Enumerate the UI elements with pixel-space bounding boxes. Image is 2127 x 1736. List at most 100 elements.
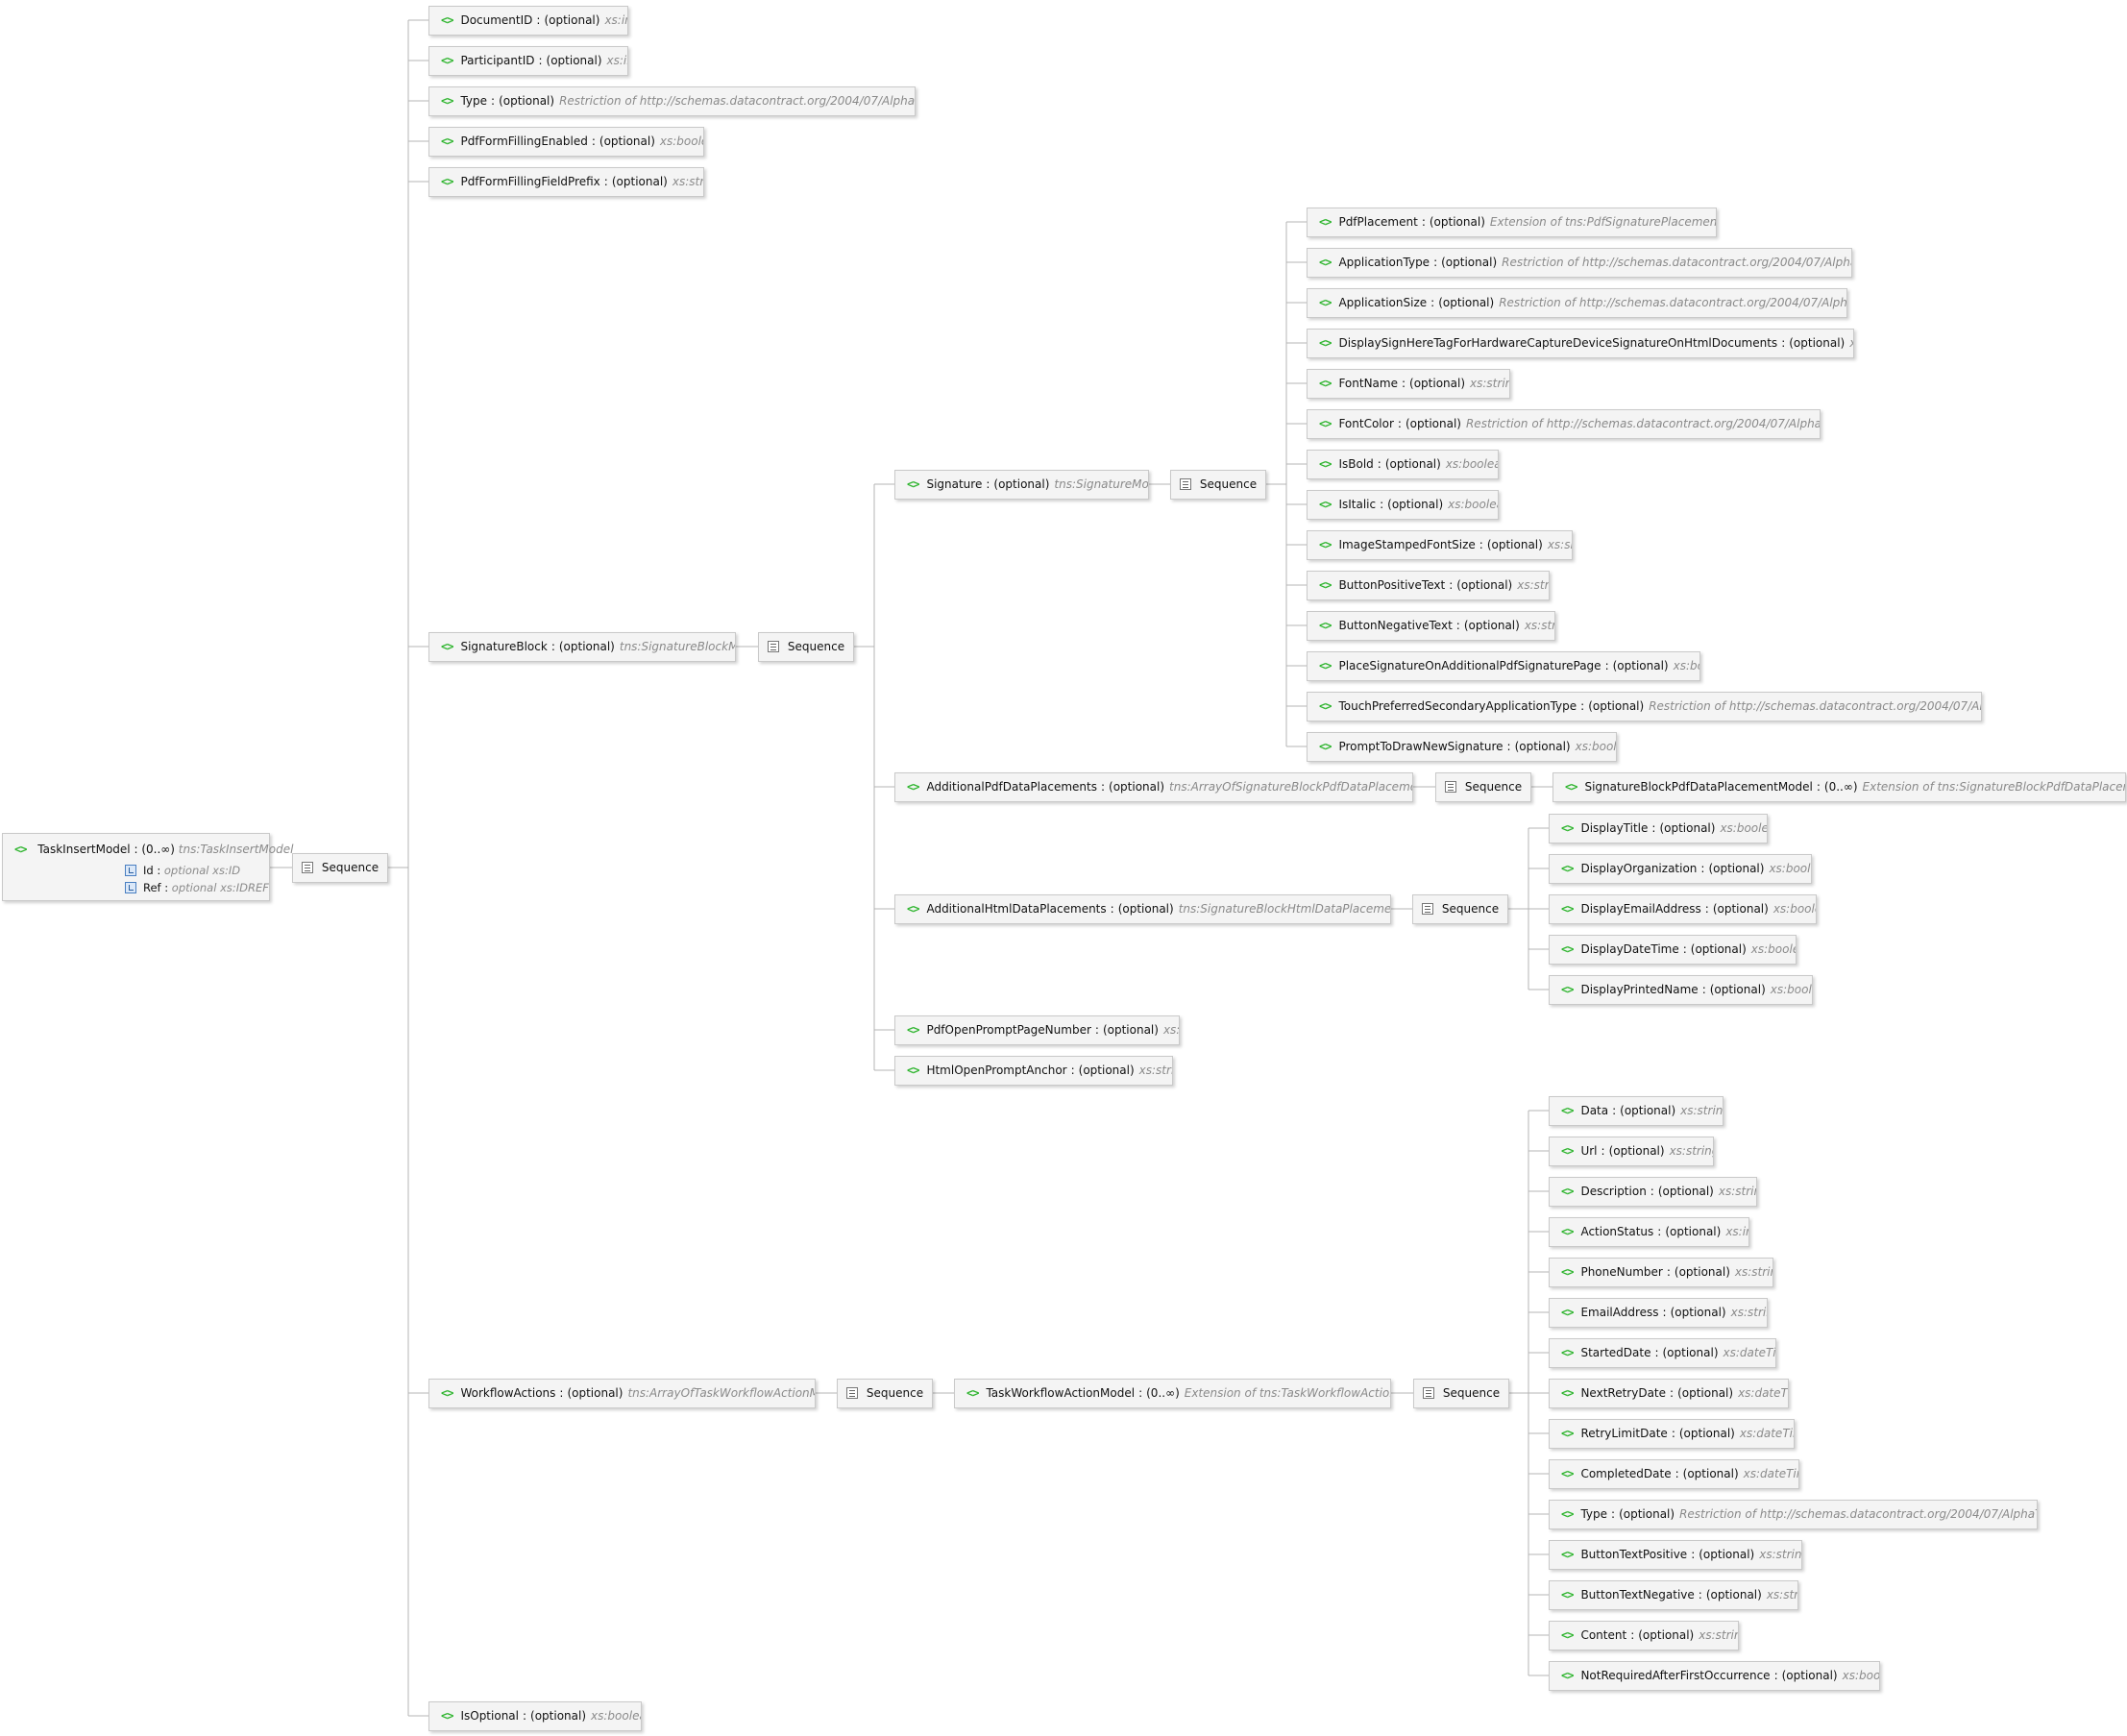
element-name: Description [1580, 1185, 1647, 1198]
element-type: xs:int [604, 13, 627, 27]
separator: : [1380, 498, 1384, 511]
separator: : [1657, 1225, 1662, 1238]
separator: : [536, 13, 541, 27]
element-display-printed-name[interactable]: <>DisplayPrintedName:(optional)xs:boolea… [1549, 974, 1813, 1005]
element-button-positive-text[interactable]: <>ButtonPositiveText:(optional)xs:string [1307, 570, 1550, 600]
separator: : [1651, 821, 1656, 835]
element-name: ParticipantID [460, 54, 535, 67]
sequence-pdf-data[interactable]: Sequence [1435, 771, 1531, 802]
element-font-color[interactable]: <>FontColor:(optional)Restriction of htt… [1307, 408, 1821, 439]
attribute-icon [125, 882, 136, 893]
element-workflow-actions[interactable]: <>WorkflowActions:(optional)tns:ArrayOfT… [428, 1378, 816, 1408]
element-phone-number[interactable]: <>PhoneNumber:(optional)xs:string [1549, 1257, 1773, 1287]
sequence-task-action[interactable]: Sequence [1413, 1378, 1509, 1408]
element-type: xs:string [1517, 578, 1550, 592]
sequence-signature[interactable]: Sequence [1170, 469, 1266, 500]
element-pdf-placement[interactable]: <>PdfPlacement:(optional)Extension of tn… [1307, 207, 1717, 237]
separator: : [1138, 1386, 1143, 1400]
element-occurrence: (optional) [1463, 619, 1520, 632]
separator: : [986, 477, 990, 491]
element-application-type[interactable]: <>ApplicationType:(optional)Restriction … [1307, 247, 1852, 278]
element-not-required-after-first-occurrence[interactable]: <>NotRequiredAfterFirstOccurrence:(optio… [1549, 1660, 1880, 1691]
element-is-bold[interactable]: <>IsBold:(optional)xs:boolean [1307, 449, 1499, 479]
element-icon: <> [1319, 619, 1332, 632]
element-name: IsOptional [460, 1709, 519, 1723]
element-touch-preferred[interactable]: <>TouchPreferredSecondaryApplicationType… [1307, 691, 1982, 721]
element-started-date[interactable]: <>StartedDate:(optional)xs:dateTime [1549, 1337, 1776, 1368]
element-occurrence: (optional) [1102, 1023, 1159, 1037]
separator: : [1781, 336, 1786, 350]
element-task-workflow-action-model[interactable]: <>TaskWorkflowActionModel:(0..∞)Extensio… [954, 1378, 1391, 1408]
element-pdf-form-filling-field-prefix[interactable]: <>PdfFormFillingFieldPrefix:(optional)xs… [428, 166, 704, 197]
element-next-retry-date[interactable]: <>NextRetryDate:(optional)xs:dateTime [1549, 1378, 1789, 1408]
element-html-open-prompt-anchor[interactable]: <>HtmlOpenPromptAnchor:(optional)xs:stri… [894, 1055, 1173, 1086]
element-icon: <> [907, 780, 919, 794]
element-occurrence: (optional) [1387, 498, 1444, 511]
element-completed-date[interactable]: <>CompletedDate:(optional)xs:dateTime [1549, 1458, 1799, 1489]
element-occurrence: (optional) [1608, 1144, 1665, 1158]
element-button-text-negative[interactable]: <>ButtonTextNegative:(optional)xs:string [1549, 1579, 1798, 1610]
element-type: xs:int [606, 54, 627, 67]
sequence-workflow[interactable]: Sequence [837, 1378, 933, 1408]
attribute-ref[interactable]: Ref : optional xs:IDREF [125, 881, 269, 894]
element-retry-limit-date[interactable]: <>RetryLimitDate:(optional)xs:dateTime [1549, 1418, 1795, 1449]
sequence-html-data[interactable]: Sequence [1412, 893, 1508, 924]
element-action-status[interactable]: <>ActionStatus:(optional)xs:int [1549, 1216, 1749, 1247]
element-name: DisplayTitle [1580, 821, 1649, 835]
element-button-text-positive[interactable]: <>ButtonTextPositive:(optional)xs:string [1549, 1539, 1802, 1570]
separator: : [1816, 780, 1821, 794]
element-pdf-open-prompt-page-number[interactable]: <>PdfOpenPromptPageNumber:(optional)xs:i… [894, 1015, 1180, 1045]
element-url[interactable]: <>Url:(optional)xs:string [1549, 1136, 1714, 1166]
sequence-label: Sequence [866, 1386, 924, 1400]
element-icon: <> [1561, 862, 1574, 875]
element-signature-block-pdf-data-placement-model[interactable]: <>SignatureBlockPdfDataPlacementModel:(0… [1552, 771, 2126, 802]
element-font-name[interactable]: <>FontName:(optional)xs:string [1307, 368, 1510, 399]
element-button-negative-text[interactable]: <>ButtonNegativeText:(optional)xs:string [1307, 610, 1555, 641]
element-type[interactable]: <>Type:(optional)Restriction of http://s… [428, 86, 916, 116]
element-display-organization[interactable]: <>DisplayOrganization:(optional)xs:boole… [1549, 853, 1812, 884]
attribute-use: optional [171, 881, 217, 894]
element-occurrence: (optional) [1670, 1306, 1726, 1319]
element-place-signature-on-additional[interactable]: <>PlaceSignatureOnAdditionalPdfSignature… [1307, 650, 1700, 681]
element-occurrence: (optional) [567, 1386, 623, 1400]
sequence-icon [1444, 781, 1456, 793]
element-is-italic[interactable]: <>IsItalic:(optional)xs:boolean [1307, 489, 1499, 520]
element-document-id[interactable]: <>DocumentID:(optional)xs:int [428, 5, 628, 36]
attribute-id[interactable]: Id : optional xs:ID [125, 864, 240, 877]
element-pdf-form-filling-enabled[interactable]: <>PdfFormFillingEnabled:(optional)xs:boo… [428, 126, 704, 157]
element-prompt-to-draw-new-signature[interactable]: <>PromptToDrawNewSignature:(optional)xs:… [1307, 731, 1617, 762]
element-name: AdditionalHtmlDataPlacements [926, 902, 1107, 916]
element-description[interactable]: <>Description:(optional)xs:string [1549, 1176, 1757, 1207]
element-participant-id[interactable]: <>ParticipantID:(optional)xs:int [428, 45, 628, 76]
element-display-date-time[interactable]: <>DisplayDateTime:(optional)xs:boolean [1549, 934, 1797, 965]
element-occurrence: (optional) [1619, 1507, 1675, 1521]
element-display-email-address[interactable]: <>DisplayEmailAddress:(optional)xs:boole… [1549, 893, 1817, 924]
element-name: Signature [926, 477, 983, 491]
element-occurrence: (optional) [1441, 256, 1498, 269]
attribute-icon [125, 865, 136, 876]
sequence-root[interactable]: Sequence [292, 852, 388, 883]
element-content[interactable]: <>Content:(optional)xs:string [1549, 1620, 1739, 1650]
element-signature-block[interactable]: <>SignatureBlock:(optional)tns:Signature… [428, 631, 736, 662]
separator: : [1612, 1104, 1617, 1117]
element-image-stamped-font-size[interactable]: <>ImageStampedFontSize:(optional)xs:shor… [1307, 529, 1573, 560]
element-signature[interactable]: <>Signature:(optional)tns:SignatureModel [894, 469, 1149, 500]
element-type: xs:string [1734, 1265, 1772, 1279]
element-application-size[interactable]: <>ApplicationSize:(optional)Restriction … [1307, 287, 1847, 318]
sequence-label: Sequence [1199, 477, 1258, 491]
element-display-title[interactable]: <>DisplayTitle:(optional)xs:boolean [1549, 813, 1768, 844]
element-is-optional[interactable]: <>IsOptional:(optional)xs:boolean [428, 1700, 642, 1731]
element-name: SignatureBlock [460, 640, 548, 653]
element-email-address[interactable]: <>EmailAddress:(optional)xs:string [1549, 1297, 1768, 1328]
element-type: xs:string [1524, 619, 1554, 632]
element-wf-type[interactable]: <>Type:(optional)Restriction of http://s… [1549, 1499, 2038, 1529]
sequence-sig-block[interactable]: Sequence [758, 631, 854, 662]
element-additional-html-data-placements[interactable]: <>AdditionalHtmlDataPlacements:(optional… [894, 893, 1391, 924]
element-type: xs:int [1162, 1023, 1180, 1037]
root-element-task-insert-model[interactable]: <> TaskInsertModel : (0..∞) tns:TaskInse… [2, 833, 293, 901]
element-additional-pdf-data-placements[interactable]: <>AdditionalPdfDataPlacements:(optional)… [894, 771, 1413, 802]
element-name: ButtonTextNegative [1580, 1588, 1695, 1602]
element-data[interactable]: <>Data:(optional)xs:string [1549, 1095, 1724, 1126]
element-occurrence: (optional) [1638, 1628, 1695, 1642]
element-display-sign-here[interactable]: <>DisplaySignHereTagForHardwareCaptureDe… [1307, 328, 1854, 358]
